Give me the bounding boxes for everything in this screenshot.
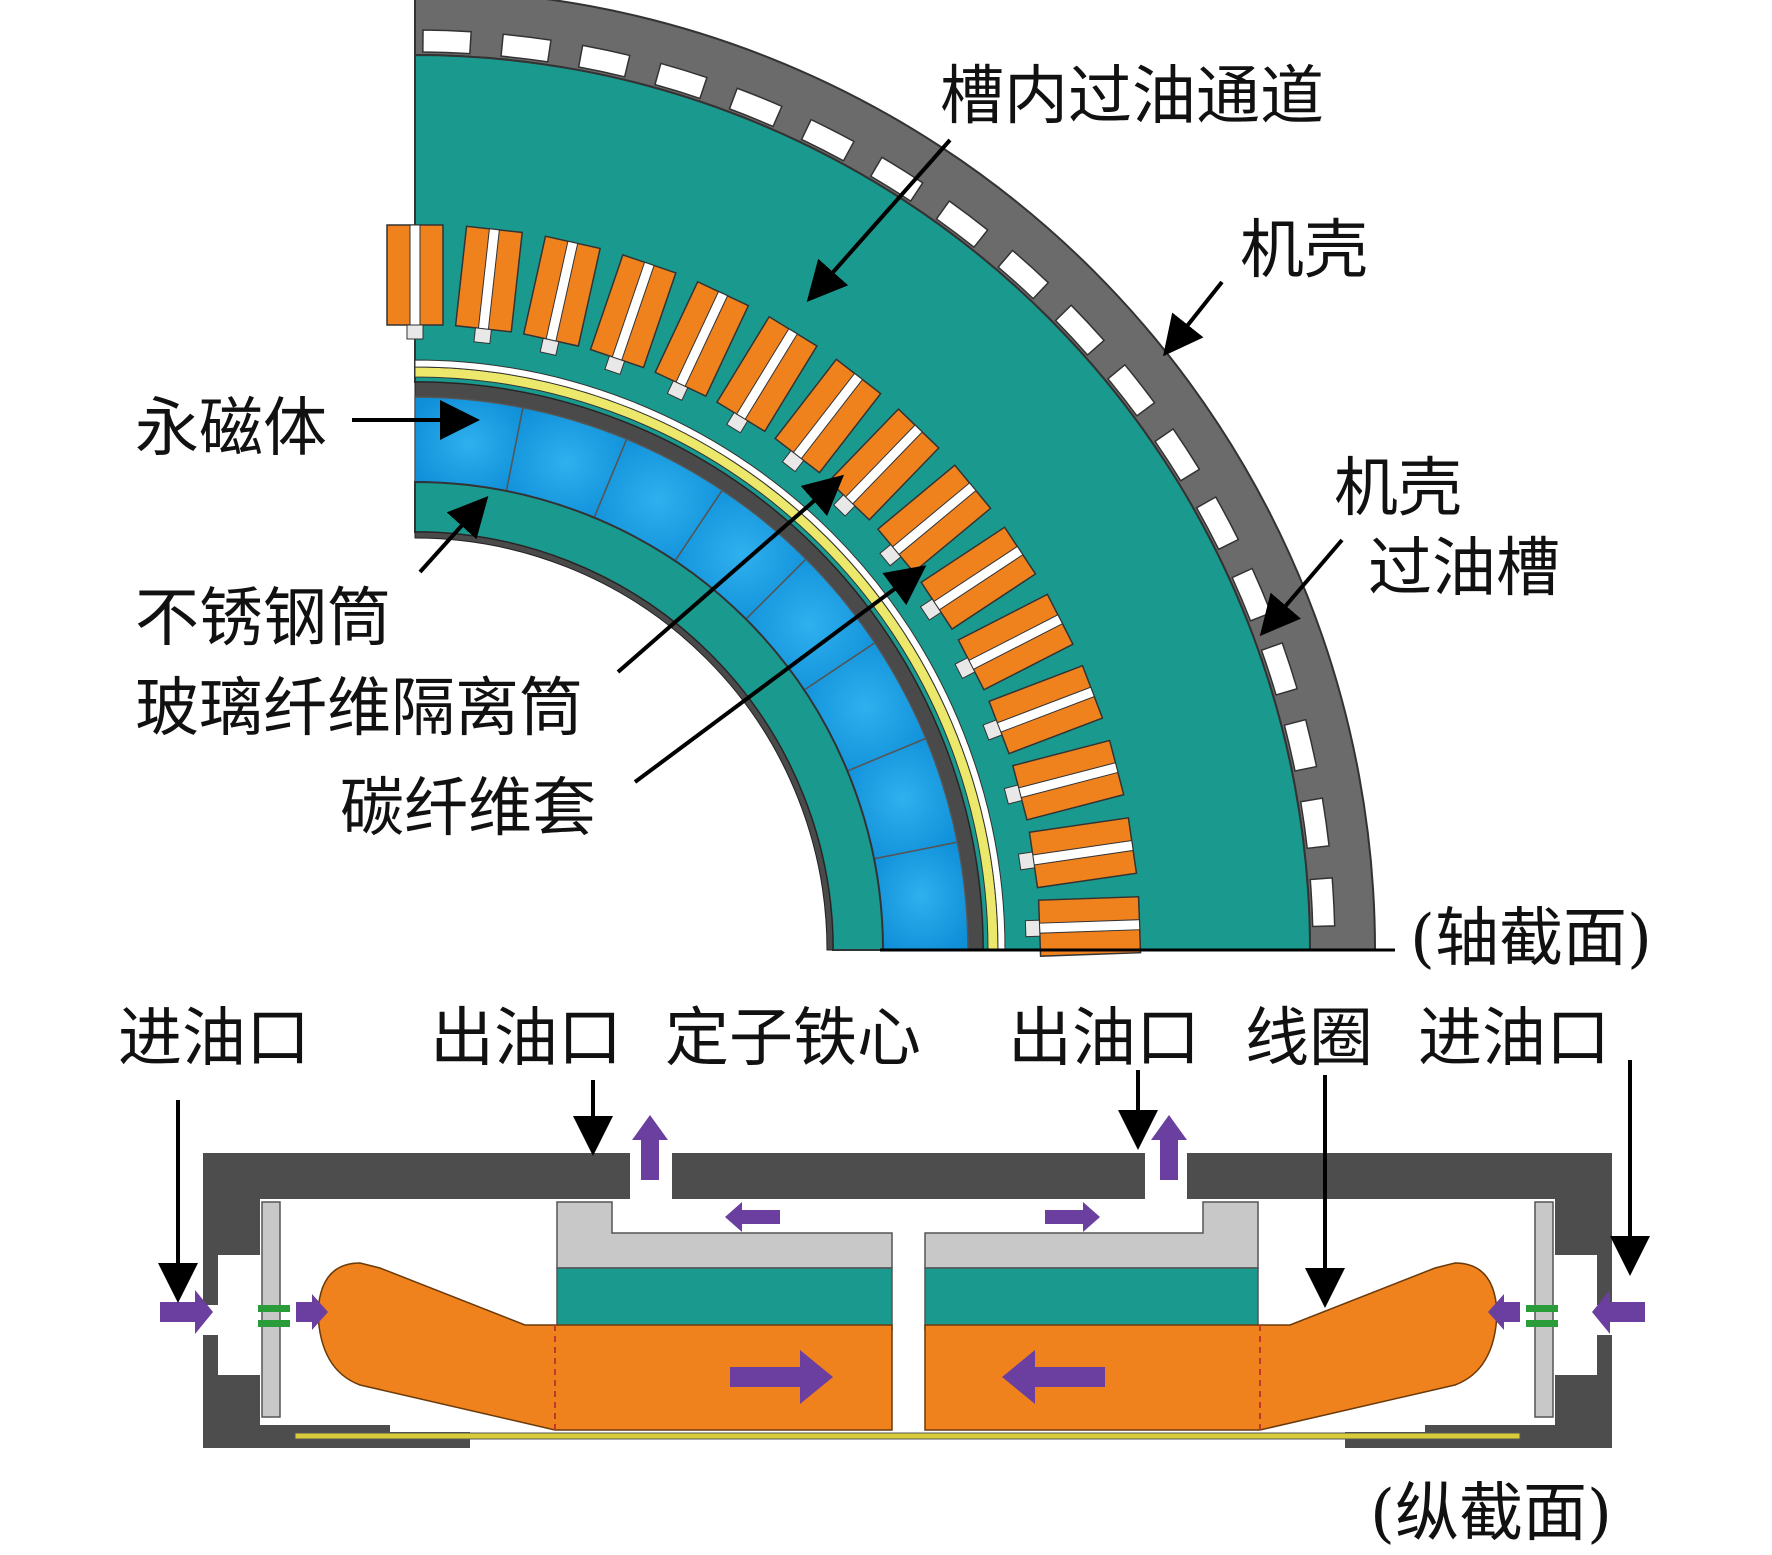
label-oil-outlet-right: 出油口 xyxy=(1008,1002,1200,1076)
label-oil-inlet-right: 进油口 xyxy=(1418,1002,1610,1076)
housing-oil-groove xyxy=(1260,641,1299,696)
stator-core-left xyxy=(556,1267,893,1331)
label-stator-core: 定子铁心 xyxy=(665,1002,921,1076)
stator-slot-coil xyxy=(982,664,1104,755)
housing-oil-groove xyxy=(1195,495,1240,551)
flow-arrow-inlet-right xyxy=(1592,1290,1645,1334)
leader-arrows xyxy=(158,138,1650,1308)
slot-wedge xyxy=(406,324,424,340)
label-permanent-magnet: 永磁体 xyxy=(135,392,327,466)
stainless-steel-tube xyxy=(414,531,834,951)
flow-arrow-coil-right xyxy=(1002,1350,1105,1404)
flow-arrow-nozzle-right xyxy=(1488,1294,1520,1330)
nozzle-right-a xyxy=(1526,1305,1558,1312)
flow-arrow-coil-left xyxy=(730,1350,833,1404)
label-slot-oil-channel: 槽内过油通道 xyxy=(940,60,1324,134)
label-stainless-tube: 不锈钢筒 xyxy=(135,582,391,656)
stator-slot-coil xyxy=(774,358,882,474)
labels: 槽内过油通道 机壳 机壳 过油槽 永磁体 不锈钢筒 玻璃纤维隔离筒 碳纤维套 (… xyxy=(118,60,1652,1551)
slot-wedge xyxy=(473,327,492,345)
slot-oil-channel xyxy=(409,224,421,326)
housing-oil-groove xyxy=(1106,363,1156,417)
housing-oil-groove xyxy=(1154,427,1201,482)
label-glass-fiber-sleeve: 玻璃纤维隔离筒 xyxy=(135,672,583,746)
longitudinal-section xyxy=(160,1115,1645,1448)
permanent-magnet-segment xyxy=(873,841,969,951)
stator-slot-coil xyxy=(654,280,750,401)
slot-wedge xyxy=(1024,919,1041,938)
stator-slot-coil xyxy=(954,593,1074,691)
leader-carbon-fiber xyxy=(633,565,927,784)
slot-wedge xyxy=(781,449,805,473)
stator-slot-coil xyxy=(715,315,818,434)
label-housing-oil-groove-1: 机壳 xyxy=(1334,452,1462,526)
stator-slot-coil xyxy=(1017,816,1138,889)
housing-oil-groove xyxy=(1054,304,1106,357)
slot-wedge xyxy=(1003,784,1023,805)
nozzle-left-a xyxy=(258,1305,290,1312)
slot-wedge xyxy=(954,657,976,680)
slot-wedge xyxy=(726,411,749,434)
stator-core-right xyxy=(924,1267,1259,1331)
housing-top-left xyxy=(203,1153,630,1199)
housing-oil-groove xyxy=(1283,718,1318,772)
leader-housing-oil-groove xyxy=(1259,538,1344,637)
flow-arrow-outlet-right xyxy=(1151,1115,1187,1180)
label-housing-oil-groove-2: 过油槽 xyxy=(1368,532,1560,606)
label-oil-outlet-left: 出油口 xyxy=(430,1002,622,1076)
stator-slot-coil xyxy=(386,224,444,340)
housing-left-upper xyxy=(203,1199,260,1305)
housing-oil-groove xyxy=(500,33,552,63)
inner-sleeve xyxy=(294,1432,1521,1440)
stator-slot-coil xyxy=(589,253,677,376)
housing-oil-groove xyxy=(422,29,472,55)
flow-arrow-nozzle-left xyxy=(296,1294,328,1330)
housing-oil-groove xyxy=(577,44,631,78)
leader-glass-fiber xyxy=(616,474,845,674)
slot-wedge xyxy=(666,380,689,401)
leader-slot-oil-channel xyxy=(806,138,952,302)
stator-slot-coil xyxy=(1024,895,1142,957)
flow-arrow-top-left xyxy=(725,1202,780,1232)
permanent-magnet-segment xyxy=(414,396,524,492)
label-longitudinal-section: (纵截面) xyxy=(1370,1477,1612,1551)
label-oil-inlet-left: 进油口 xyxy=(118,1002,310,1076)
slot-wedge xyxy=(1017,851,1036,871)
stator-slot-coil xyxy=(522,235,602,356)
housing-top-right xyxy=(1187,1153,1612,1199)
slot-wedge xyxy=(539,337,560,356)
housing-oil-groove xyxy=(869,156,924,203)
slot-wedge xyxy=(879,543,902,567)
housing-oil-groove xyxy=(1309,877,1336,928)
stator-slot-coil xyxy=(1003,739,1125,821)
stator-slot-coil xyxy=(454,225,524,345)
leader-stainless-tube xyxy=(418,496,489,574)
flow-arrow-inlet-left xyxy=(160,1290,213,1334)
housing-oil-groove xyxy=(800,118,856,162)
flow-arrows xyxy=(160,1115,1645,1404)
nozzle-left-b xyxy=(258,1320,290,1327)
stator-slot-coil xyxy=(876,464,992,574)
leader-housing xyxy=(1163,280,1224,357)
housing-oil-groove xyxy=(654,62,708,100)
housing-oil-groove xyxy=(728,87,783,128)
slot-wedge xyxy=(982,719,1003,741)
flow-arrow-outlet-left xyxy=(632,1115,668,1180)
housing-top-middle xyxy=(672,1153,1145,1199)
nozzle-right-b xyxy=(1526,1320,1558,1327)
flow-arrow-top-right xyxy=(1045,1202,1100,1232)
housing-right-upper xyxy=(1555,1199,1612,1305)
housing-oil-groove xyxy=(1299,797,1330,850)
housing-oil-groove xyxy=(997,249,1050,300)
label-axial-section: (轴截面) xyxy=(1410,902,1652,976)
label-carbon-fiber-sleeve: 碳纤维套 xyxy=(340,772,596,846)
core-light-left xyxy=(556,1201,893,1269)
housing-oil-groove xyxy=(935,199,989,249)
label-coil: 线圈 xyxy=(1245,1002,1373,1076)
stator-slot-coil xyxy=(919,526,1037,631)
label-housing: 机壳 xyxy=(1240,214,1368,288)
slot-wedge xyxy=(604,355,626,376)
